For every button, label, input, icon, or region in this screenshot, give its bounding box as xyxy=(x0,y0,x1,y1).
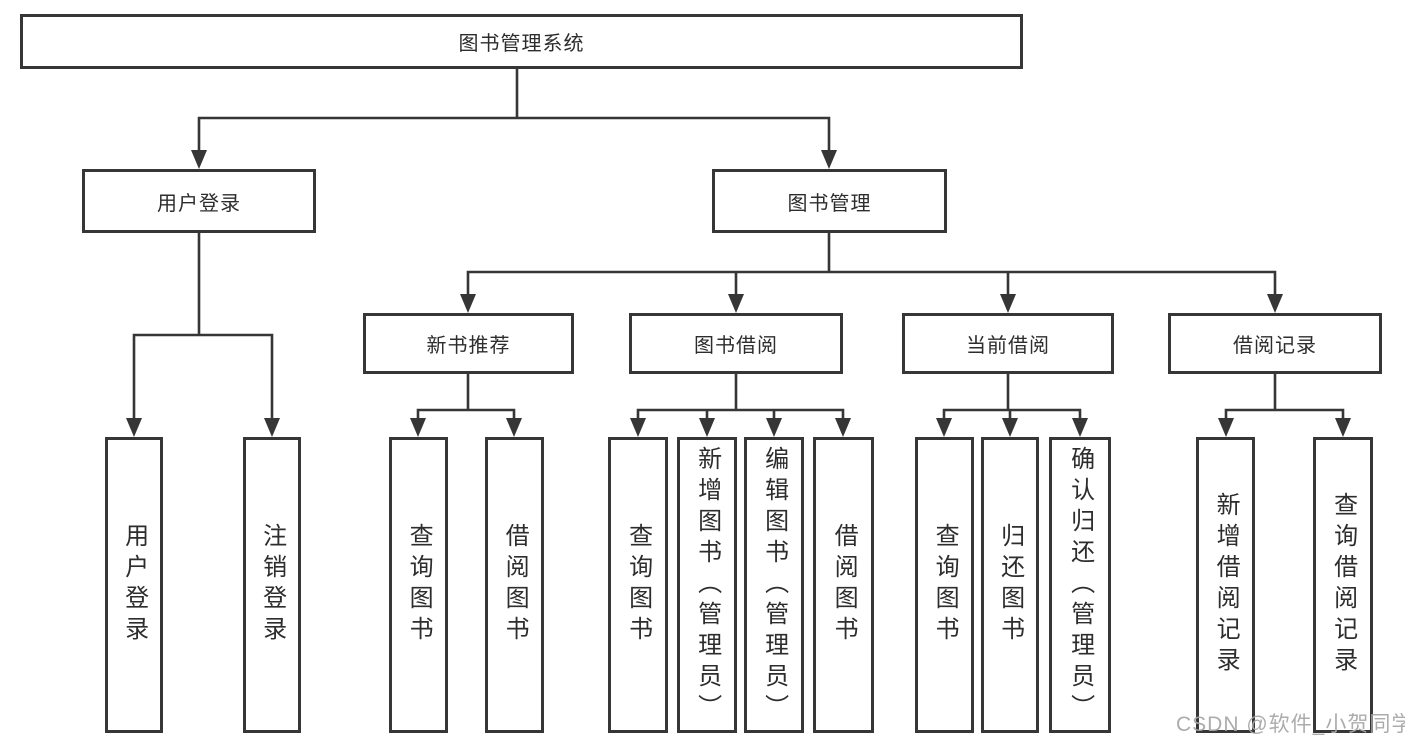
leaf-query-borrow-record-label: 查询借阅记录 xyxy=(1329,492,1357,678)
leaf-user-login: 用户登录 xyxy=(105,437,163,733)
leaf-borrow-books: 借阅图书 xyxy=(813,437,874,733)
node-borrow-records: 借阅记录 xyxy=(1168,313,1382,374)
leaf-add-borrow-record: 新增借阅记录 xyxy=(1196,437,1255,733)
leaf-confirm-return-admin-label: 确认归还（管理员） xyxy=(1066,445,1094,725)
leaf-query-books-borrow: 查询图书 xyxy=(608,437,668,733)
node-library-system-label: 图书管理系统 xyxy=(458,33,585,55)
node-new-book-recommend: 新书推荐 xyxy=(363,313,574,374)
node-new-book-recommend-label: 新书推荐 xyxy=(426,335,511,357)
leaf-query-books-recommend-label: 查询图书 xyxy=(405,523,433,647)
leaf-user-login-label: 用户登录 xyxy=(120,523,148,647)
leaf-borrow-books-recommend: 借阅图书 xyxy=(485,437,544,733)
leaf-query-borrow-record: 查询借阅记录 xyxy=(1313,437,1373,733)
node-library-system: 图书管理系统 xyxy=(20,14,1023,69)
leaf-query-books-current: 查询图书 xyxy=(915,437,974,733)
node-current-borrow-label: 当前借阅 xyxy=(966,335,1050,357)
node-book-borrow: 图书借阅 xyxy=(629,313,843,374)
node-user-login-label: 用户登录 xyxy=(157,192,241,215)
leaf-logout-label: 注销登录 xyxy=(258,523,286,647)
leaf-logout: 注销登录 xyxy=(243,437,301,733)
node-user-login: 用户登录 xyxy=(82,169,316,233)
leaf-edit-book-admin: 编辑图书（管理员） xyxy=(744,437,804,733)
leaf-query-books-current-label: 查询图书 xyxy=(931,523,959,647)
leaf-borrow-books-recommend-label: 借阅图书 xyxy=(501,523,529,647)
node-book-borrow-label: 图书借阅 xyxy=(694,335,778,357)
leaf-confirm-return-admin: 确认归还（管理员） xyxy=(1049,437,1111,733)
node-current-borrow: 当前借阅 xyxy=(902,313,1114,374)
node-book-management-label: 图书管理 xyxy=(787,192,872,215)
leaf-return-book-label: 归还图书 xyxy=(996,523,1024,647)
leaf-query-books-borrow-label: 查询图书 xyxy=(624,523,652,647)
watermark: CSDN @软件_小贺同学 xyxy=(1176,713,1405,736)
arrowheads xyxy=(126,150,1351,437)
leaf-edit-book-admin-label: 编辑图书（管理员） xyxy=(760,445,788,725)
node-borrow-records-label: 借阅记录 xyxy=(1233,335,1317,357)
leaf-add-borrow-record-label: 新增借阅记录 xyxy=(1212,492,1240,678)
node-book-management: 图书管理 xyxy=(712,169,947,233)
leaf-add-book-admin: 新增图书（管理员） xyxy=(677,437,737,733)
leaf-borrow-books-label: 借阅图书 xyxy=(830,523,858,647)
leaf-return-book: 归还图书 xyxy=(981,437,1039,733)
leaf-add-book-admin-label: 新增图书（管理员） xyxy=(693,445,721,725)
leaf-query-books-recommend: 查询图书 xyxy=(389,437,448,733)
